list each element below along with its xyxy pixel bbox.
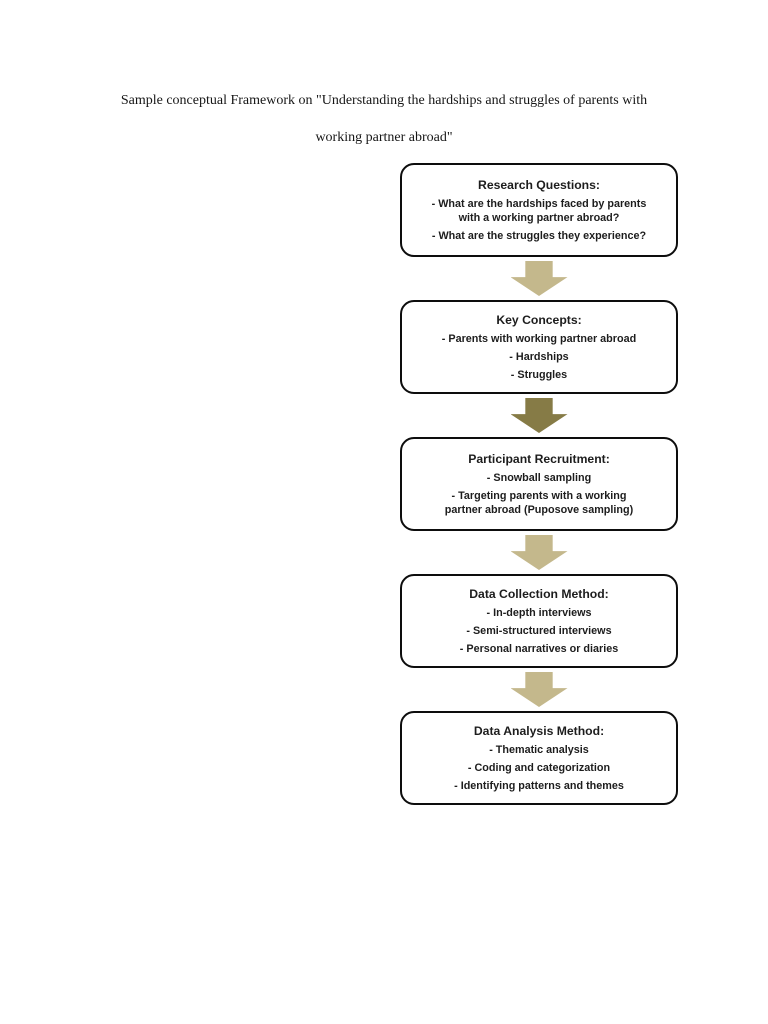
box-heading: Participant Recruitment: [468, 451, 610, 466]
page-title-line-1: Sample conceptual Framework on "Understa… [120, 93, 648, 108]
flow-box-data-analysis-method: Data Analysis Method: - Thematic analysis… [400, 711, 678, 805]
flow-box-data-collection-method: Data Collection Method: - In-depth interv… [400, 574, 678, 668]
box-item: - Personal narratives or diaries [459, 642, 619, 655]
box-heading: Key Concepts: [496, 312, 582, 327]
box-item: - Coding and categorization [467, 761, 611, 774]
box-heading: Research Questions: [478, 177, 600, 192]
box-item: - What are the struggles they experience… [431, 229, 647, 242]
box-item: - In-depth interviews [486, 606, 592, 619]
flow-box-key-concepts: Key Concepts: - Parents with working part… [400, 300, 678, 394]
box-item: - Snowball sampling [486, 471, 592, 484]
box-item: - What are the hardships faced by parent… [431, 197, 647, 224]
flow-box-participant-recruitment: Participant Recruitment: - Snowball sampl… [400, 437, 678, 531]
box-heading: Data Collection Method: [469, 586, 609, 601]
box-item: - Semi-structured interviews [466, 624, 612, 637]
flow-box-research-questions: Research Questions: - What are the hardsh… [400, 163, 678, 257]
box-heading: Data Analysis Method: [473, 723, 605, 738]
down-arrow-icon [510, 672, 568, 707]
down-arrow-icon [510, 398, 568, 433]
page-title-line-2: working partner abroad" [315, 130, 453, 145]
box-item: - Struggles [510, 368, 568, 381]
box-item: - Identifying patterns and themes [454, 779, 624, 792]
down-arrow-icon [510, 261, 568, 296]
down-arrow-icon [510, 535, 568, 570]
flowchart: Research Questions: - What are the hardsh… [400, 163, 678, 805]
box-item: - Hardships [509, 350, 569, 363]
page-title: Sample conceptual Framework on "Understa… [0, 92, 768, 146]
box-item: - Targeting parents with a working partn… [444, 489, 634, 516]
box-item: - Thematic analysis [489, 743, 589, 756]
box-item: - Parents with working partner abroad [441, 332, 637, 345]
